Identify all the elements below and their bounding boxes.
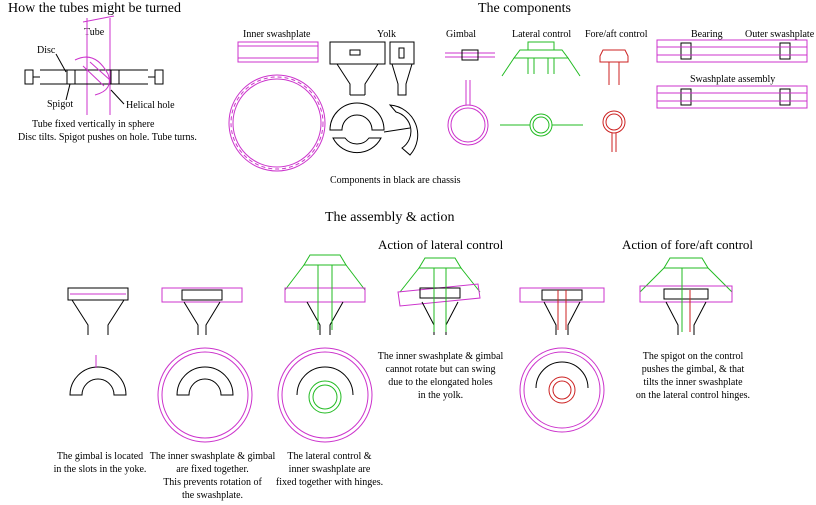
- caption-fixed-line: are fixed together.: [176, 464, 249, 475]
- assembly-step-3: [277, 254, 373, 443]
- caption-fixed-line: This prevents rotation of: [163, 477, 262, 488]
- yolk-part: [329, 41, 419, 156]
- caption-swing-line: in the yolk.: [417, 390, 464, 401]
- foreaft-action-figure: [519, 257, 733, 433]
- label-outer-swashplate: Outer swashplate: [745, 29, 815, 40]
- label-lateral-control: Lateral control: [512, 29, 572, 40]
- label-spigot: Spigot: [47, 99, 74, 110]
- caption-hinges-line: inner swashplate are: [288, 464, 371, 475]
- label-chassis-note: Components in black are chassis: [330, 175, 461, 186]
- label-disc: Disc: [37, 45, 56, 56]
- caption-swing-line: due to the elongated holes: [388, 377, 493, 388]
- caption-hinges: The lateral control & inner swashplate a…: [272, 450, 387, 489]
- label-gimbal: Gimbal: [446, 29, 476, 40]
- caption-hinges-line: The lateral control &: [287, 451, 372, 462]
- tube-outline: [82, 15, 115, 115]
- helical-hole: [74, 56, 111, 96]
- caption-fixed-line: the swashplate.: [181, 490, 244, 501]
- heading-tubes: How the tubes might be turned: [8, 1, 182, 16]
- foreaft-control-part: [599, 49, 629, 152]
- caption-swing: The inner swashplate & gimbal cannot rot…: [373, 350, 508, 402]
- caption-fixed-line: The inner swashplate & gimbal: [149, 451, 276, 462]
- caption-fixed-together: The inner swashplate & gimbal are fixed …: [145, 450, 280, 502]
- lateral-action-figure: [397, 257, 481, 335]
- label-yolk: Yolk: [377, 29, 396, 40]
- tube-illustration: [24, 15, 164, 115]
- caption-swing-line: The inner swashplate & gimbal: [377, 351, 504, 362]
- caption-spigot: The spigot on the control pushes the gim…: [628, 350, 758, 402]
- caption-tube-1: Tube fixed vertically in sphere: [32, 119, 155, 130]
- caption-spigot-line: tilts the inner swashplate: [643, 377, 743, 388]
- heading-lateral-action: Action of lateral control: [378, 237, 504, 252]
- caption-gimbal: The gimbal is located in the slots in th…: [45, 450, 155, 476]
- gimbal-part: [445, 49, 495, 146]
- heading-foreaft-action: Action of fore/aft control: [622, 237, 754, 252]
- label-foreaft-control: Fore/aft control: [585, 29, 648, 40]
- caption-gimbal-line: The gimbal is located: [56, 451, 144, 462]
- heading-assembly: The assembly & action: [325, 210, 455, 225]
- caption-spigot-line: pushes the gimbal, & that: [641, 364, 745, 375]
- caption-tube-2: Disc tilts. Spigot pushes on hole. Tube …: [18, 132, 197, 143]
- disc-outline: [24, 69, 164, 85]
- heading-components: The components: [478, 1, 571, 16]
- label-inner-swashplate: Inner swashplate: [243, 29, 311, 40]
- caption-spigot-line: on the lateral control hinges.: [635, 390, 751, 401]
- tube-leader-lines: [55, 53, 125, 105]
- caption-spigot-line: The spigot on the control: [642, 351, 744, 362]
- assembly-step-2: [157, 287, 253, 443]
- label-bearing: Bearing: [691, 29, 723, 40]
- caption-gimbal-line: in the slots in the yoke.: [53, 464, 147, 475]
- label-helical-hole: Helical hole: [126, 100, 175, 111]
- label-tube: Tube: [84, 27, 105, 38]
- caption-swing-line: cannot rotate but can swing: [385, 364, 496, 375]
- inner-swashplate-part: [228, 41, 326, 172]
- assembly-step-1: [67, 287, 129, 396]
- outer-swashplate-part: [656, 39, 808, 63]
- label-swashplate-assembly: Swashplate assembly: [690, 74, 776, 85]
- swashplate-assembly-part: [656, 85, 808, 109]
- caption-hinges-line: fixed together with hinges.: [275, 477, 384, 488]
- lateral-control-part: [500, 41, 583, 137]
